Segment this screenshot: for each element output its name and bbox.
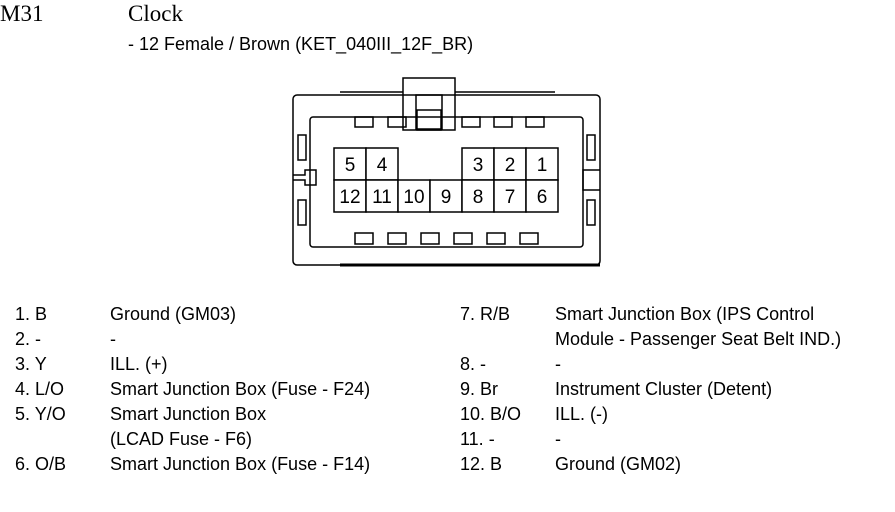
pin-description: - <box>110 329 116 349</box>
pin-cell <box>365 179 399 213</box>
pin-number: 10 <box>403 187 424 208</box>
pin-label: 11. - <box>460 429 495 449</box>
pin-number: 2 <box>505 155 516 176</box>
pin-label: 9. Br <box>460 379 499 399</box>
pin-description: Ground (GM03) <box>110 304 237 324</box>
latch <box>453 232 473 245</box>
pin-number: 3 <box>473 155 484 176</box>
pin-label: 6. O/B <box>15 454 67 474</box>
pin-description: Smart Junction Box (Fuse - F14) <box>110 454 371 474</box>
latch <box>420 232 440 245</box>
pin-number: 7 <box>505 187 516 208</box>
latch <box>493 116 513 128</box>
connector-subtitle: - 12 Female / Brown (KET_040III_12F_BR) <box>128 34 474 54</box>
pin-description: - <box>555 354 561 374</box>
latch <box>486 232 506 245</box>
pin-number: 11 <box>372 187 392 208</box>
pin-description: ILL. (-) <box>555 404 609 424</box>
pin-label: 10. B/O <box>460 404 522 424</box>
pin-number: 8 <box>473 187 484 208</box>
pin-description: Module - Passenger Seat Belt IND.) <box>555 329 842 349</box>
latch <box>461 116 481 128</box>
pin-cell <box>525 147 559 181</box>
pin-description: Instrument Cluster (Detent) <box>555 379 773 399</box>
latch <box>354 232 374 245</box>
pin-number: 4 <box>377 155 388 176</box>
pin-description: ILL. (+) <box>110 354 168 374</box>
pin-description: Ground (GM02) <box>555 454 682 474</box>
pin-label: 7. R/B <box>460 304 511 324</box>
pin-label: 2. - <box>15 329 42 349</box>
latch <box>387 116 407 128</box>
pin-number: 12 <box>339 187 360 208</box>
latch <box>519 232 539 245</box>
pin-number: 1 <box>537 155 548 176</box>
pin-label: 4. L/O <box>15 379 65 399</box>
pin-number: 6 <box>537 187 548 208</box>
pin-label: 12. B <box>460 454 503 474</box>
pin-description: Smart Junction Box (IPS Control <box>555 304 815 324</box>
pin-label: 3. Y <box>15 354 47 374</box>
pin-label: 1. B <box>15 304 48 324</box>
pin-description: Smart Junction Box (Fuse - F24) <box>110 379 371 399</box>
pin-description: Smart Junction Box <box>110 404 267 424</box>
pin-cell <box>525 179 559 213</box>
latch <box>525 116 545 128</box>
latch <box>387 232 407 245</box>
pin-label: 8. - <box>460 354 487 374</box>
pin-number: 5 <box>345 155 356 176</box>
connector-name: Clock <box>128 1 183 26</box>
latch <box>354 116 374 128</box>
connector-code: M31 <box>0 1 44 26</box>
pin-description: - <box>555 429 561 449</box>
pin-cell <box>333 179 367 213</box>
pin-label: 5. Y/O <box>15 404 66 424</box>
pin-description: (LCAD Fuse - F6) <box>110 429 253 449</box>
pin-number: 9 <box>441 187 452 208</box>
pin-cell <box>397 179 431 213</box>
pin-cell <box>365 147 399 181</box>
